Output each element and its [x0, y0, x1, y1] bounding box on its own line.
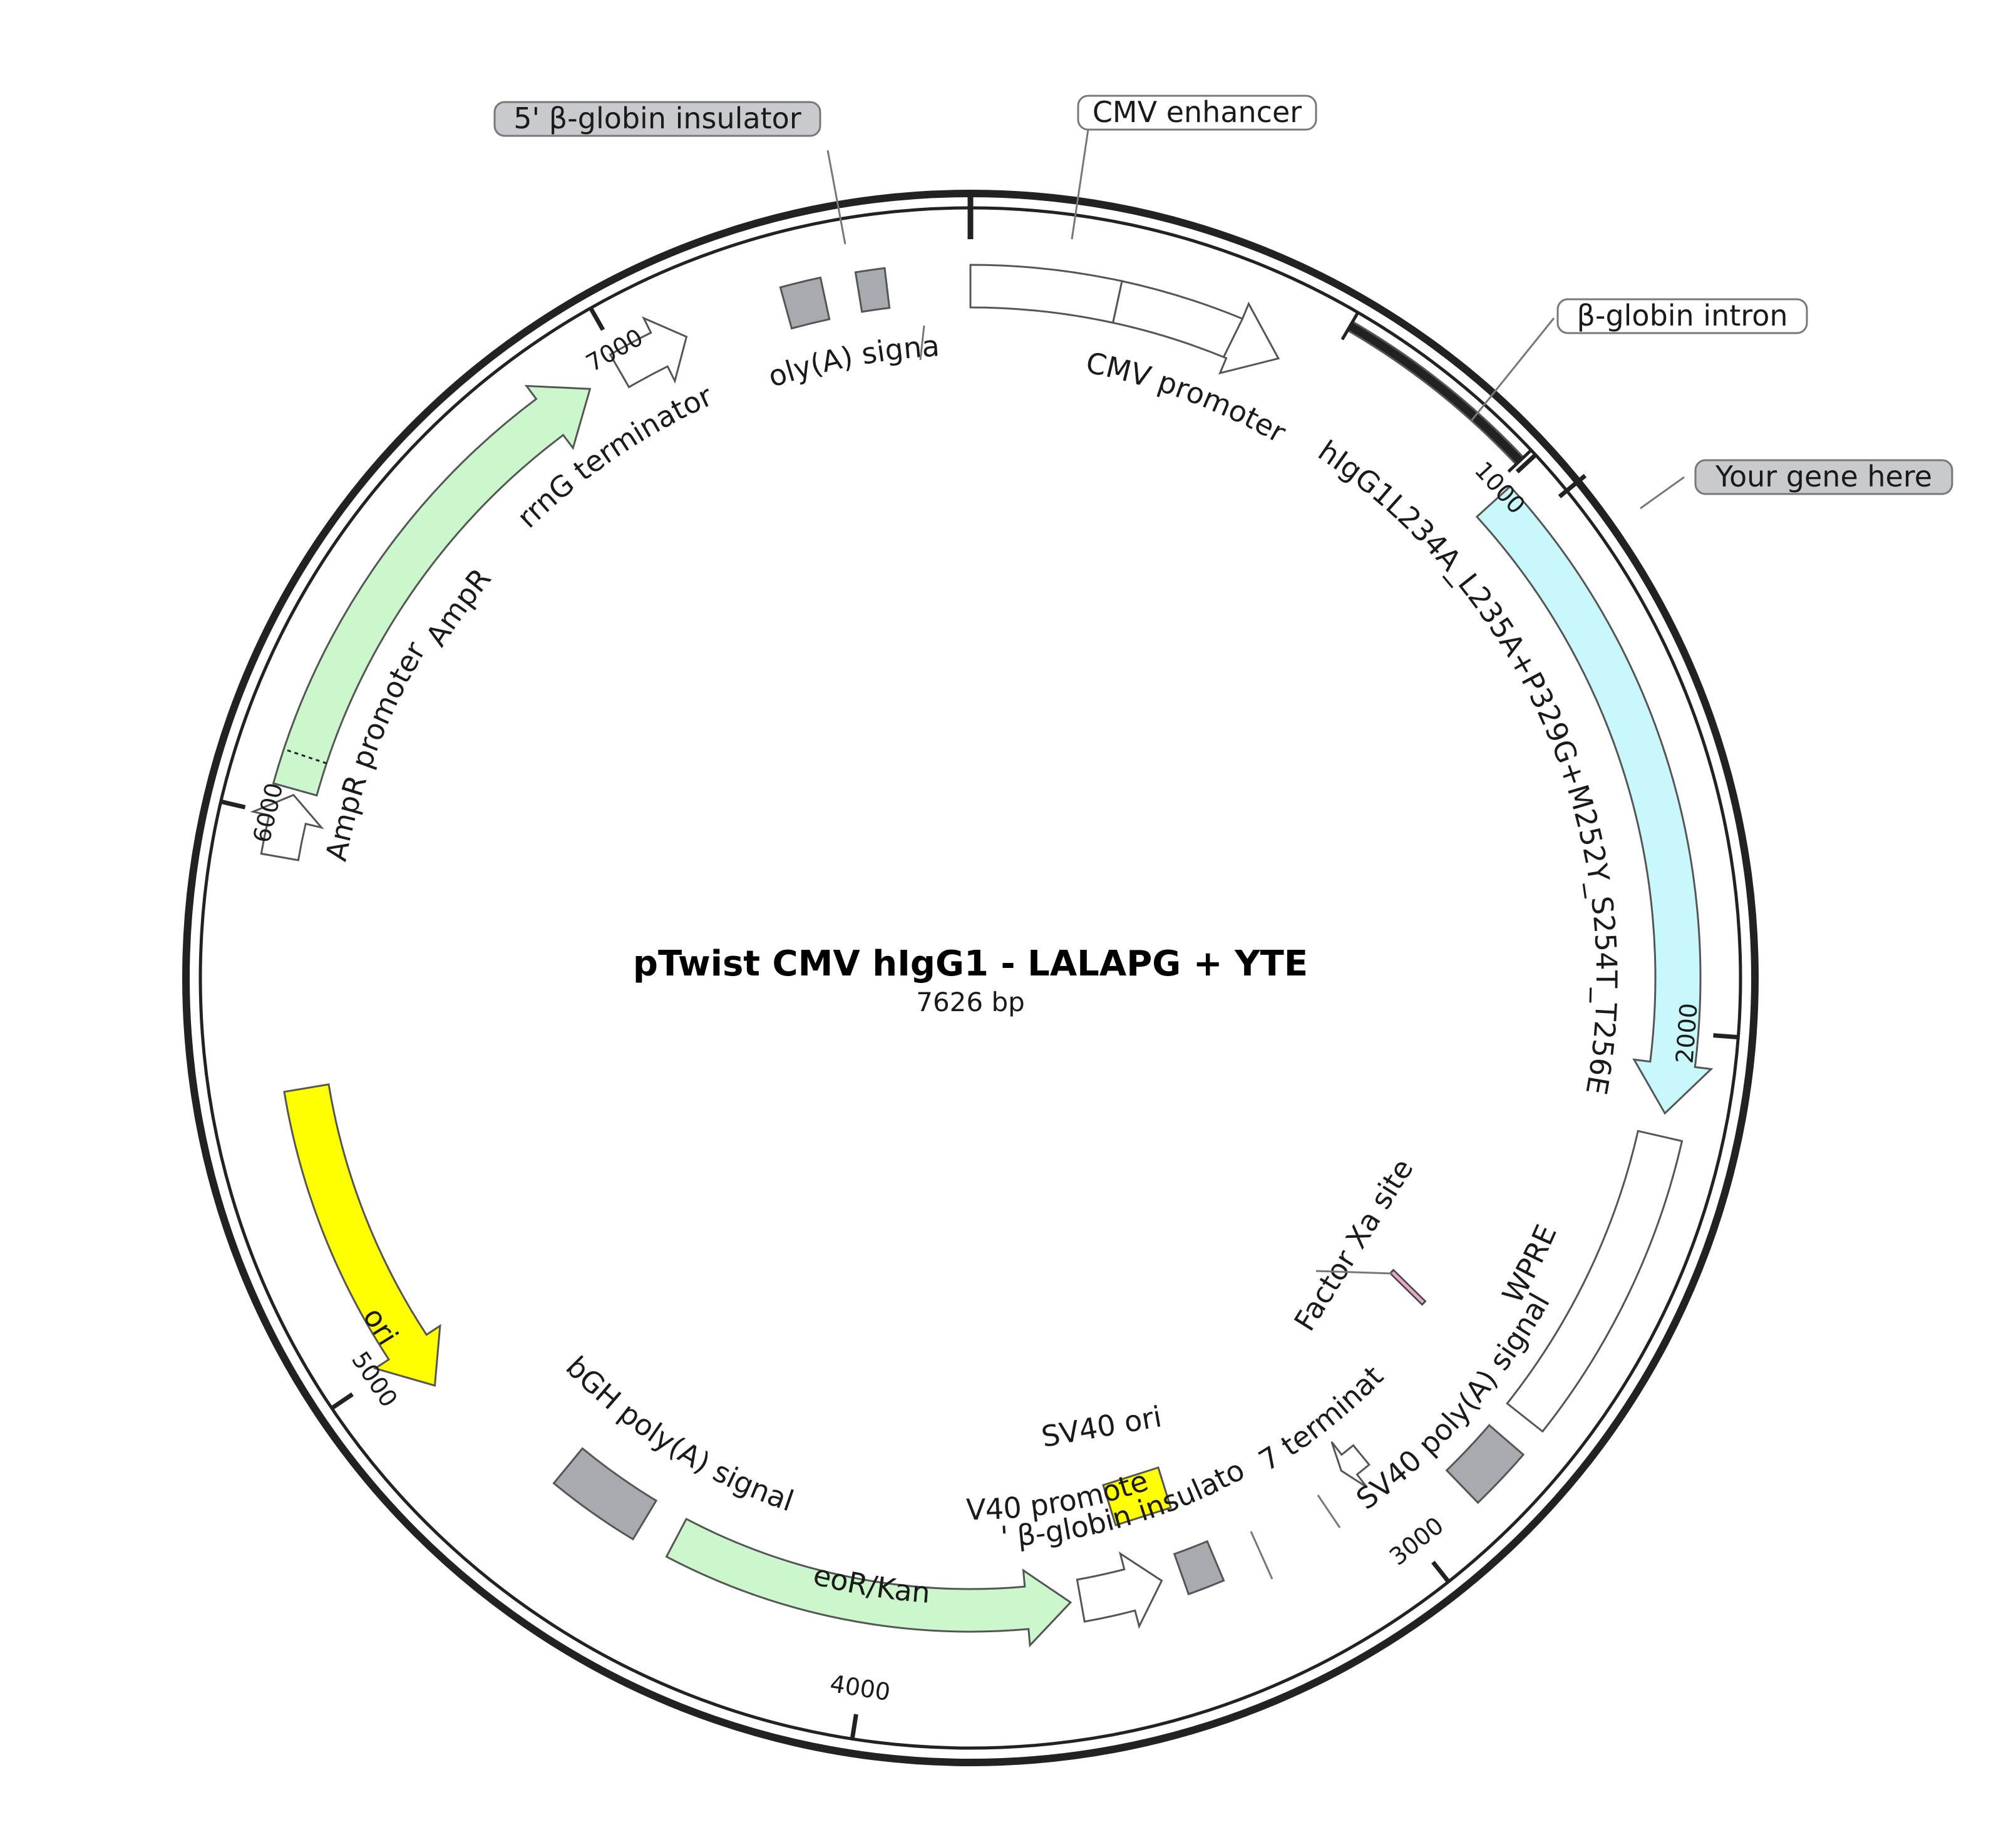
- factor-xa-fill: [1391, 1271, 1424, 1304]
- sv40-promoter-label-textpath: SV40 promoter: [0, 0, 1152, 1526]
- ampr-promoter-arrow[interactable]: [250, 793, 324, 862]
- your-gene-label-badge: [1694, 459, 1953, 495]
- t7-terminator-arrow[interactable]: [1330, 1441, 1371, 1488]
- cmv-enhancer-label: CMV enhancer: [1093, 95, 1302, 129]
- polya-signal-leader: [919, 325, 925, 361]
- cmv-enhancer-arc[interactable]: [969, 264, 1123, 324]
- insulator-5-block[interactable]: [779, 276, 831, 330]
- ori-arc[interactable]: [283, 1083, 441, 1387]
- plasmid-length: 7626 bp: [916, 987, 1025, 1017]
- bgh-polya-block[interactable]: [552, 1447, 658, 1541]
- tick-mark-1000: [1515, 454, 1536, 474]
- tick-mark-4000: [850, 1714, 858, 1739]
- neor-kanr-arc[interactable]: [665, 1518, 1072, 1648]
- insulator-5-label: 5' β-globin insulator: [513, 101, 801, 135]
- cmv-promoter-arc[interactable]: [1111, 280, 1280, 375]
- tick-label-4000: 4000: [828, 1670, 892, 1706]
- insulator-3-label-textpath: 3' β-globin insulator: [0, 0, 1250, 1554]
- your-gene-mark: [1558, 473, 1587, 498]
- neor-kanr-label-textpath: NeoR/KanR: [0, 0, 932, 1610]
- cmv-enhancer-label-badge: [1077, 95, 1317, 131]
- tick-mark-6000: [221, 800, 246, 810]
- polya-signal-label: poly(A) signal: [0, 0, 940, 394]
- insulator-3-block[interactable]: [1173, 1540, 1225, 1596]
- polya-signal-block[interactable]: [854, 267, 891, 313]
- your-gene-label-leader: [1640, 476, 1685, 510]
- tick-layer: [221, 307, 1737, 1739]
- beta-globin-intron-label-badge: [1556, 298, 1808, 334]
- higg1-cap-1: [1340, 311, 1360, 341]
- rrng-terminator-arrow[interactable]: [609, 316, 688, 389]
- insulator-3-label: 3' β-globin insulator: [0, 0, 1250, 1554]
- higg1-label: hIgG1L234A_L235A+P329G+M252Y_S254T_T256E: [1312, 434, 1623, 1098]
- ampr-label-textpath: AmpR: [419, 562, 497, 652]
- higg1-label-textpath: hIgG1L234A_L235A+P329G+M252Y_S254T_T256E: [1312, 434, 1623, 1098]
- polya-signal-label-textpath: poly(A) signal: [0, 0, 940, 394]
- factor-xa-leader: [1315, 1270, 1393, 1275]
- sv40-polya-block[interactable]: [1445, 1424, 1525, 1505]
- backbone-ring: [182, 190, 1759, 1766]
- tick-mark-7000: [589, 307, 605, 331]
- wpre-arc[interactable]: [1506, 1129, 1684, 1433]
- neor-kanr-label: NeoR/KanR: [0, 0, 932, 1610]
- cmv-enhancer-label-leader: [1071, 129, 1089, 240]
- beta-globin-intron-label: β-globin intron: [1576, 299, 1787, 332]
- plasmid-title: pTwist CMV hIgG1 - LALAPG + YTE: [633, 944, 1308, 984]
- feature-layer: [250, 264, 1714, 1648]
- ampr-label: AmpR: [419, 562, 497, 652]
- tick-label-3000: 3000: [1384, 1511, 1449, 1571]
- insulator-5-label-leader: [826, 150, 846, 245]
- insulator-5-label-badge: [493, 101, 821, 137]
- sv40-promoter-label: SV40 promoter: [0, 0, 1152, 1526]
- insulator-3-leader: [1250, 1531, 1273, 1580]
- beta-globin-intron-label-leader: [1470, 317, 1555, 421]
- your-gene-label: Your gene here: [1715, 460, 1932, 493]
- cmv-boundary: [1223, 318, 1243, 358]
- higg1-cds-arc[interactable]: [1475, 485, 1714, 1115]
- factor-xa-label: Factor Xa site: [1287, 1153, 1420, 1337]
- sv40-ori-block[interactable]: [1102, 1466, 1172, 1526]
- tick-label-2000: 2000: [1670, 1002, 1702, 1064]
- tick-mark-2000: [1713, 1033, 1737, 1039]
- tick-mark-3000: [1431, 1560, 1450, 1582]
- ampr-arc[interactable]: [272, 384, 592, 797]
- tick-mark-5000: [331, 1392, 354, 1409]
- sv40-promoter-arrow[interactable]: [1076, 1551, 1163, 1629]
- t7-terminator-leader: [1317, 1495, 1341, 1528]
- sv40-ori-label: SV40 ori: [1039, 1399, 1164, 1454]
- higg1-cap-2: [1507, 448, 1533, 473]
